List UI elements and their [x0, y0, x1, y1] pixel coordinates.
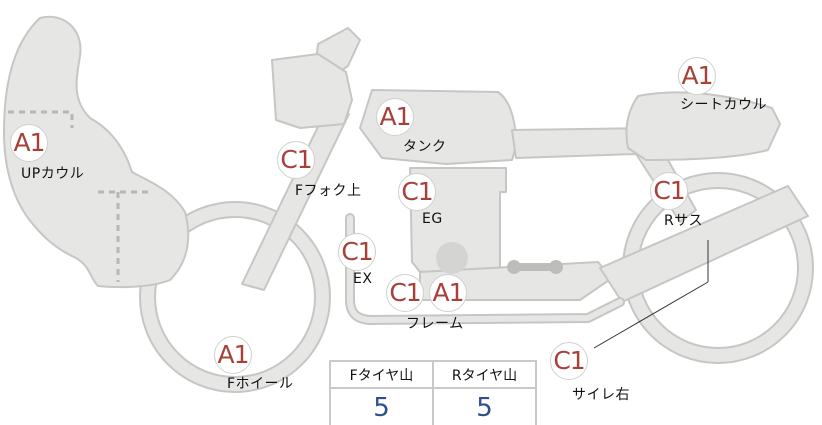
- front-tire-tread-value: 5: [329, 387, 434, 425]
- grade-badge-silencer-r: C1: [550, 342, 588, 380]
- label-f-fork: Fフォク上: [295, 183, 362, 199]
- silencer-shape: [599, 185, 809, 303]
- upper-cowl-shape: [3, 15, 190, 289]
- rear-tire-tread-value: 5: [432, 387, 537, 425]
- grade-badge-r-sus: C1: [650, 172, 688, 210]
- grade-badge-frame-2: A1: [429, 274, 467, 312]
- label-f-wheel: Fホイール: [227, 376, 294, 392]
- label-tank: タンク: [403, 139, 447, 155]
- label-seat-cowl: シートカウル: [680, 97, 767, 113]
- tire-tread-table: Fタイヤ山 Rタイヤ山 5 5: [329, 360, 537, 425]
- headlight-shape: [271, 53, 353, 129]
- tire-tread-header-row: Fタイヤ山 Rタイヤ山: [329, 360, 537, 389]
- front-tire-tread-header: Fタイヤ山: [329, 360, 434, 389]
- grade-badge-eg: C1: [398, 173, 436, 211]
- rear-tire-tread-header: Rタイヤ山: [432, 360, 537, 389]
- label-eg: EG: [422, 211, 443, 227]
- engine-cover-shape: [436, 242, 468, 274]
- label-silencer-r: サイレ右: [572, 387, 630, 403]
- grade-badge-f-wheel: A1: [214, 336, 252, 374]
- grade-badge-seat-cowl: A1: [678, 57, 716, 95]
- cowl-panel-lines: [8, 110, 152, 282]
- grade-badge-tank: A1: [376, 98, 414, 136]
- tire-tread-value-row: 5 5: [329, 387, 537, 425]
- grade-badge-ex: C1: [338, 233, 376, 271]
- grade-badge-f-fork: C1: [277, 141, 315, 179]
- grade-badge-frame-1: C1: [386, 274, 424, 312]
- leader-lines: [593, 240, 709, 349]
- label-up-cowl: UPカウル: [21, 166, 85, 182]
- grade-badge-up-cowl: A1: [10, 124, 48, 162]
- label-ex: EX: [353, 271, 373, 287]
- footpeg-shape: [507, 260, 563, 274]
- label-r-sus: Rサス: [664, 213, 703, 229]
- label-frame: フレーム: [406, 316, 464, 332]
